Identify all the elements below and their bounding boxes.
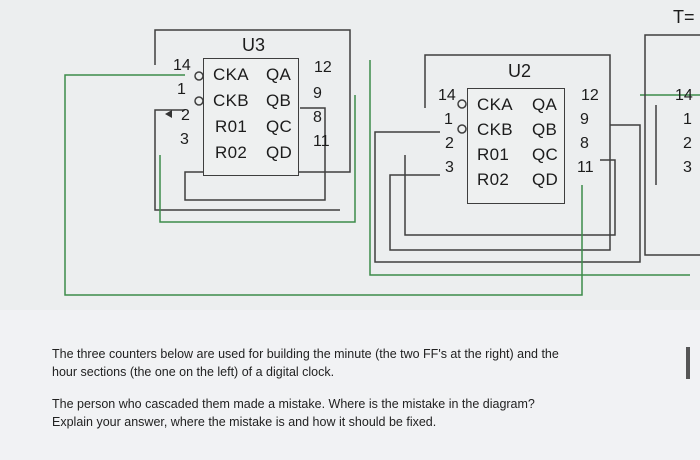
green-wire-outer [64, 74, 583, 296]
text-cursor-mark [686, 347, 690, 379]
u3-output-qb: QB [266, 91, 292, 110]
u2-cka-bubble [457, 99, 467, 109]
u2-pin-11: 11 [577, 159, 594, 176]
u3-pin-9: 9 [313, 85, 322, 102]
u1-outline [644, 34, 700, 256]
chip-u3-title: U3 [242, 35, 266, 55]
question-paragraph-2: The person who cascaded them made a mist… [52, 397, 535, 429]
chip-u2-title: U2 [508, 61, 532, 81]
u2-output-qb: QB [532, 120, 558, 139]
u2-pin-2: 2 [445, 135, 454, 152]
u2-qd-wire [404, 155, 616, 236]
u3-pin-1: 1 [177, 81, 186, 98]
green-wire-mid [159, 95, 356, 223]
u3-output-qa: QA [266, 65, 292, 84]
u3-output-qd: QD [266, 143, 293, 162]
input-arrow [165, 110, 172, 118]
u3-pin-12: 12 [314, 59, 332, 76]
u3-pin-8: 8 [313, 109, 322, 126]
u3-pin-3: 3 [180, 131, 189, 148]
u3-pin-11: 11 [313, 133, 330, 150]
u3-ckb-bubble [194, 96, 204, 106]
u2-inner-loop [374, 124, 641, 263]
u2-output-qa: QA [532, 95, 558, 114]
u1-pin-2: 2 [683, 135, 692, 152]
u3-input-cka: CKA [213, 65, 249, 84]
u2-input-r01: R01 [477, 145, 510, 164]
u3-pin-14: 14 [173, 57, 191, 74]
chip-u3-body [203, 58, 299, 176]
u2-output-qc: QC [532, 145, 559, 164]
u2-pin-8: 8 [580, 135, 589, 152]
u3-input-r01: R01 [215, 117, 248, 136]
u2-ckb-bubble [457, 124, 467, 134]
u1-pin-1: 1 [683, 111, 692, 128]
u3-cka-bubble [194, 71, 204, 81]
chip-u1-title-fragment: T= [673, 7, 695, 27]
u3-input-ckb: CKB [213, 91, 249, 110]
u1-pin-14: 14 [675, 87, 693, 104]
question-text: The three counters below are used for bu… [52, 345, 572, 445]
u2-pin-3: 3 [445, 159, 454, 176]
u3-lower-loop [154, 109, 340, 211]
green-wire-right [369, 60, 690, 276]
u2-pin-12: 12 [581, 87, 599, 104]
u2-pin-9: 9 [580, 111, 589, 128]
question-paragraph-1: The three counters below are used for bu… [52, 347, 559, 379]
u3-output-qc: QC [266, 117, 293, 136]
u2-pin-14: 14 [438, 87, 456, 104]
u2-pin-1: 1 [444, 111, 453, 128]
u2-loop [389, 54, 611, 251]
u2-input-r02: R02 [477, 170, 510, 189]
u2-input-ckb: CKB [477, 120, 513, 139]
u3-input-r02: R02 [215, 143, 248, 162]
chip-u2-body [467, 88, 565, 204]
u3-pin-2: 2 [181, 107, 190, 124]
u1-pin-3: 3 [683, 159, 692, 176]
u2-input-cka: CKA [477, 95, 513, 114]
u2-output-qd: QD [532, 170, 559, 189]
u3-top-loop [154, 29, 351, 201]
